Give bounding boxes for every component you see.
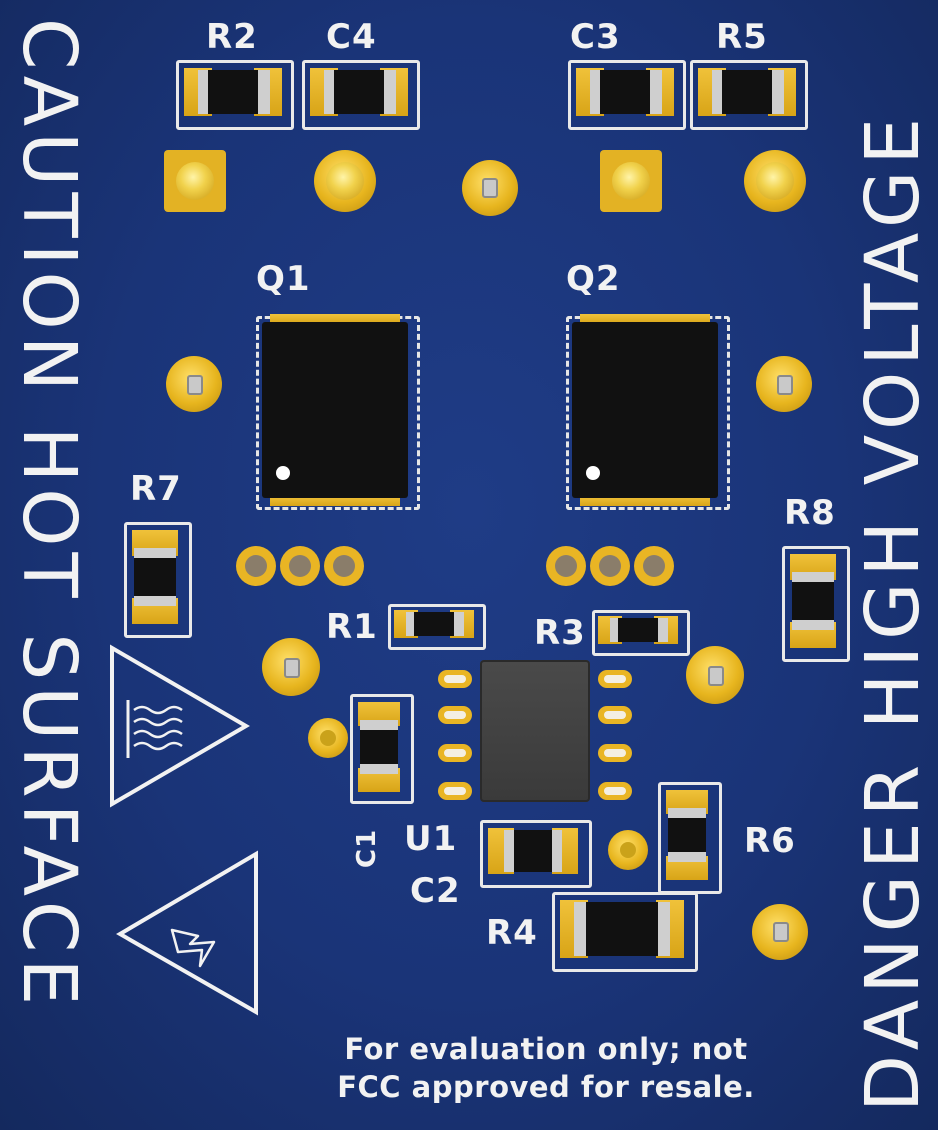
- q2-pads-bottom: [580, 496, 710, 506]
- test-point-ball-4: [756, 162, 794, 200]
- test-point-ball-2: [326, 162, 364, 200]
- u1-pin-5: [598, 782, 632, 800]
- header-right-pin-1: [546, 546, 586, 586]
- c3-body: [600, 70, 650, 114]
- c4-body: [334, 70, 384, 114]
- c2-label: C2: [410, 871, 461, 911]
- danger-high-voltage-text: DANGER HIGH VOLTAGE: [850, 111, 936, 1112]
- u1-pin-2: [438, 706, 472, 724]
- r2-body: [208, 70, 258, 114]
- header-right-pin-3: [634, 546, 674, 586]
- r2-label: R2: [206, 17, 258, 57]
- u1-pin-4: [438, 782, 472, 800]
- r2-outline: [176, 60, 294, 130]
- evaluation-note-line-1: For evaluation only; not: [344, 1032, 748, 1066]
- c1-body: [360, 730, 398, 764]
- via-bottom-right-hole: [773, 922, 789, 942]
- q1-pads-bottom: [270, 496, 400, 506]
- r3-body: [618, 618, 658, 642]
- r1-outline: [388, 604, 486, 650]
- header-left-pin-3: [324, 546, 364, 586]
- r8-label: R8: [784, 493, 836, 533]
- q2-label: Q2: [566, 259, 621, 299]
- test-point-ball-3: [612, 162, 650, 200]
- r6-body: [668, 818, 706, 852]
- c4-label: C4: [326, 17, 377, 57]
- via-u1-left-hole: [284, 658, 300, 678]
- evaluation-note-line-2: FCC approved for resale.: [337, 1070, 755, 1104]
- r4-outline: [552, 892, 698, 972]
- caution-hot-surface-text: CAUTION HOT SURFACE: [6, 18, 92, 1012]
- r5-label: R5: [716, 17, 768, 57]
- r6-label: R6: [744, 821, 796, 861]
- q1-label: Q1: [256, 259, 311, 299]
- via-u1-right-hole: [708, 666, 724, 686]
- u1-pin-7: [598, 706, 632, 724]
- r7-label: R7: [130, 469, 182, 509]
- c3-label: C3: [570, 17, 621, 57]
- u1-pin-8: [598, 670, 632, 688]
- r7-body: [134, 558, 176, 596]
- c1-label: C1: [352, 828, 382, 868]
- q1-pads-top: [270, 314, 400, 324]
- r5-body: [722, 70, 772, 114]
- header-right-pin-2: [590, 546, 630, 586]
- q2-pin1-dot: [586, 466, 600, 480]
- r4-body: [586, 902, 658, 956]
- q1-pin1-dot: [276, 466, 290, 480]
- high-voltage-warning-icon: [116, 850, 258, 1016]
- c2-body: [514, 830, 552, 872]
- c3-outline: [568, 60, 686, 130]
- evaluation-note: For evaluation only; not FCC approved fo…: [296, 1030, 796, 1106]
- test-point-ball-1: [176, 162, 214, 200]
- u1-pin-3: [438, 744, 472, 762]
- r1-body: [414, 612, 454, 636]
- u1-label: U1: [404, 819, 458, 859]
- r3-label: R3: [534, 613, 586, 653]
- via-top-center-hole: [482, 178, 498, 198]
- r4-label: R4: [486, 913, 538, 953]
- r8-body: [792, 582, 834, 620]
- via-c1-left-hole: [320, 730, 336, 746]
- header-left-pin-2: [280, 546, 320, 586]
- r1-label: R1: [326, 607, 378, 647]
- q2-pads-top: [580, 314, 710, 324]
- c1-outline: [350, 694, 414, 804]
- u1-pin-6: [598, 744, 632, 762]
- via-r6-left-hole: [620, 842, 636, 858]
- c4-outline: [302, 60, 420, 130]
- hot-surface-warning-icon: [110, 644, 250, 808]
- c2-outline: [480, 820, 592, 888]
- r7-outline: [124, 522, 192, 638]
- via-left-mid-hole: [187, 375, 203, 395]
- header-left-pin-1: [236, 546, 276, 586]
- r8-outline: [782, 546, 850, 662]
- r5-outline: [690, 60, 808, 130]
- u1-body: [480, 660, 590, 802]
- r3-outline: [592, 610, 690, 656]
- u1-pin-1: [438, 670, 472, 688]
- via-right-mid-hole: [777, 375, 793, 395]
